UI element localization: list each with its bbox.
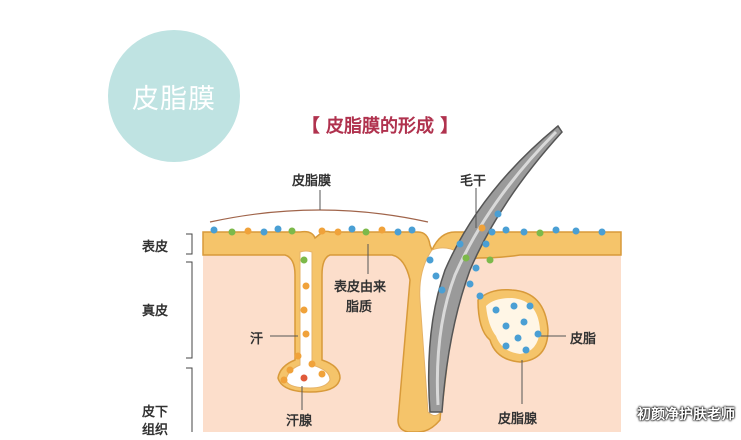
subcutaneous-label: 皮下组织 bbox=[142, 404, 170, 440]
hair-shaft-label: 毛干 bbox=[460, 170, 486, 189]
dermis-label: 真皮 bbox=[142, 300, 168, 319]
sebum-film-bracket bbox=[210, 210, 428, 222]
sebaceous-gland-label: 皮脂腺 bbox=[498, 408, 537, 427]
epidermal-lipid-label-line1: 表皮由来 bbox=[334, 276, 386, 295]
sebum-film-label: 皮脂膜 bbox=[292, 170, 331, 189]
watermark: 初颜净护肤老师 bbox=[637, 404, 735, 424]
sweat-label: 汗 bbox=[250, 328, 263, 347]
epidermal-lipid-label-line2: 脂质 bbox=[346, 296, 372, 315]
epidermis-label: 表皮 bbox=[142, 236, 168, 255]
sebum-label: 皮脂 bbox=[570, 328, 596, 347]
sweat-gland-label: 汗腺 bbox=[286, 410, 312, 429]
